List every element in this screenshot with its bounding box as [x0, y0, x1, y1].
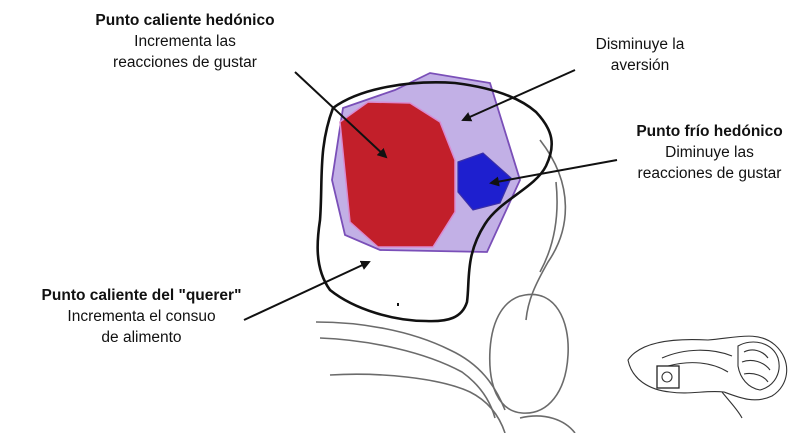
inset-brainstem: [721, 391, 743, 419]
contour-ventral: [329, 373, 506, 433]
arrow-hedonic-coldspot: [489, 159, 618, 187]
contour-lower-band-2: [319, 337, 496, 419]
contour-curve-right: [525, 139, 567, 321]
hedonic-hotspot-region: [339, 101, 456, 248]
arrow-wanting-hotspot: [243, 260, 371, 321]
hedonic-hotspot-desc-2: reacciones de gustar: [113, 54, 257, 71]
arrow-hedonic-hotspot: [294, 71, 388, 159]
hedonic-coldspot-region: [457, 152, 512, 211]
inset-cerebellum-folds: [741, 349, 771, 383]
hedonic-coldspot-desc-2: reacciones de gustar: [637, 165, 782, 182]
hedonic-hotspot-title: Punto caliente hedónico: [95, 12, 275, 29]
label-wanting-hotspot: Punto caliente del "querer" Incrementa e…: [4, 285, 279, 348]
hedonic-coldspot-title: Punto frío hedónico: [636, 123, 783, 140]
inset-corpus-callosum: [661, 349, 733, 359]
inset-accumbens-mark: [661, 371, 673, 383]
contour-curve-right-inner: [539, 181, 558, 273]
arrow-aversion: [461, 69, 576, 122]
inset-brain-outline: [627, 335, 788, 401]
hedonic-coldspot-desc-1: Diminuye las: [665, 144, 754, 161]
aversion-desc-2: aversión: [610, 57, 670, 74]
label-hedonic-coldspot: Punto frío hedónico Diminuye las reaccio…: [612, 121, 803, 184]
brain-contours: [315, 139, 576, 433]
label-hedonic-hotspot: Punto caliente hedónico Incrementa las r…: [60, 10, 310, 73]
wanting-hotspot-title: Punto caliente del "querer": [41, 287, 242, 304]
hedonic-hotspot-desc-1: Incrementa las: [134, 33, 236, 50]
inset-cerebellum: [737, 341, 780, 391]
wanting-hotspot-desc-1: Incrementa el consuo: [67, 308, 216, 325]
inset-highlight-box: [656, 365, 680, 389]
brain-inset: [627, 335, 788, 419]
inset-inner-structure: [667, 362, 729, 373]
aversion-desc-1: Disminuye la: [595, 36, 685, 53]
contour-lower-band: [315, 321, 506, 411]
contour-oval: [488, 293, 569, 414]
contour-ventral-2: [519, 415, 576, 433]
accumbens-outline: [316, 81, 554, 323]
wanting-hotspot-desc-2: de alimento: [101, 329, 182, 346]
label-aversion: Disminuye la aversión: [565, 34, 715, 76]
